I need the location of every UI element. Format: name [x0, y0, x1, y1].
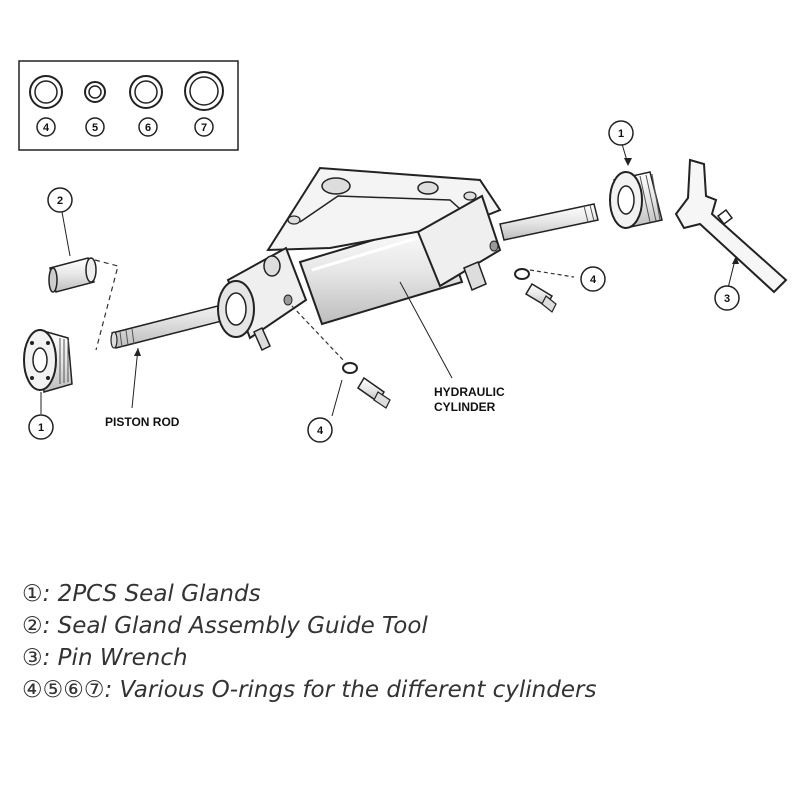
oring-4-number: 4	[43, 122, 50, 134]
cylinder-pointer	[399, 281, 453, 379]
legend-orings: ④⑤⑥⑦: Various O-rings for the different …	[22, 677, 597, 703]
seal-gland-left	[23, 328, 73, 414]
oring-7-number: 7	[201, 122, 207, 134]
hydraulic-label-line1: HYDRAULIC	[434, 385, 505, 399]
svg-text:3: 3	[724, 293, 730, 305]
oring-7: 7	[184, 71, 224, 137]
cylinder-body	[217, 166, 502, 352]
fitting-right	[514, 268, 575, 313]
callout-4-right: 4	[580, 266, 606, 292]
oring-6-number: 6	[145, 122, 151, 134]
callout-1-top: 1	[608, 120, 634, 146]
hydraulic-label-line2: CYLINDER	[434, 400, 496, 414]
hydraulic-cylinder-diagram: 4 5 6 7	[18, 60, 788, 443]
parts-legend: ①: 2PCS Seal Glands ②: Seal Gland Assemb…	[22, 578, 782, 706]
svg-text:4: 4	[317, 425, 324, 437]
oring-5: 5	[84, 81, 106, 137]
legend-seal-glands: ①: 2PCS Seal Glands	[22, 581, 261, 607]
callout-4-bottom: 4	[307, 417, 333, 443]
callout-2: 2	[47, 187, 73, 257]
legend-guide-tool: ②: Seal Gland Assembly Guide Tool	[22, 613, 428, 639]
callout-1-left: 1	[28, 414, 54, 440]
oring-6: 6	[129, 75, 163, 137]
svg-text:4: 4	[590, 274, 597, 286]
svg-text:1: 1	[618, 128, 624, 140]
guide-tool	[48, 257, 119, 351]
svg-text:2: 2	[57, 195, 63, 207]
svg-text:1: 1	[38, 422, 44, 434]
seal-gland-right	[609, 143, 663, 229]
oring-inset: 4 5 6 7	[18, 60, 239, 151]
piston-rod-label: PISTON ROD	[105, 415, 180, 429]
rod-extension-right	[499, 203, 599, 241]
oring-5-number: 5	[92, 122, 98, 134]
fitting-bottom	[291, 305, 391, 417]
oring-4: 4	[29, 75, 63, 137]
callout-3: 3	[714, 285, 740, 311]
legend-pin-wrench: ③: Pin Wrench	[22, 645, 188, 671]
pin-wrench	[674, 158, 788, 294]
